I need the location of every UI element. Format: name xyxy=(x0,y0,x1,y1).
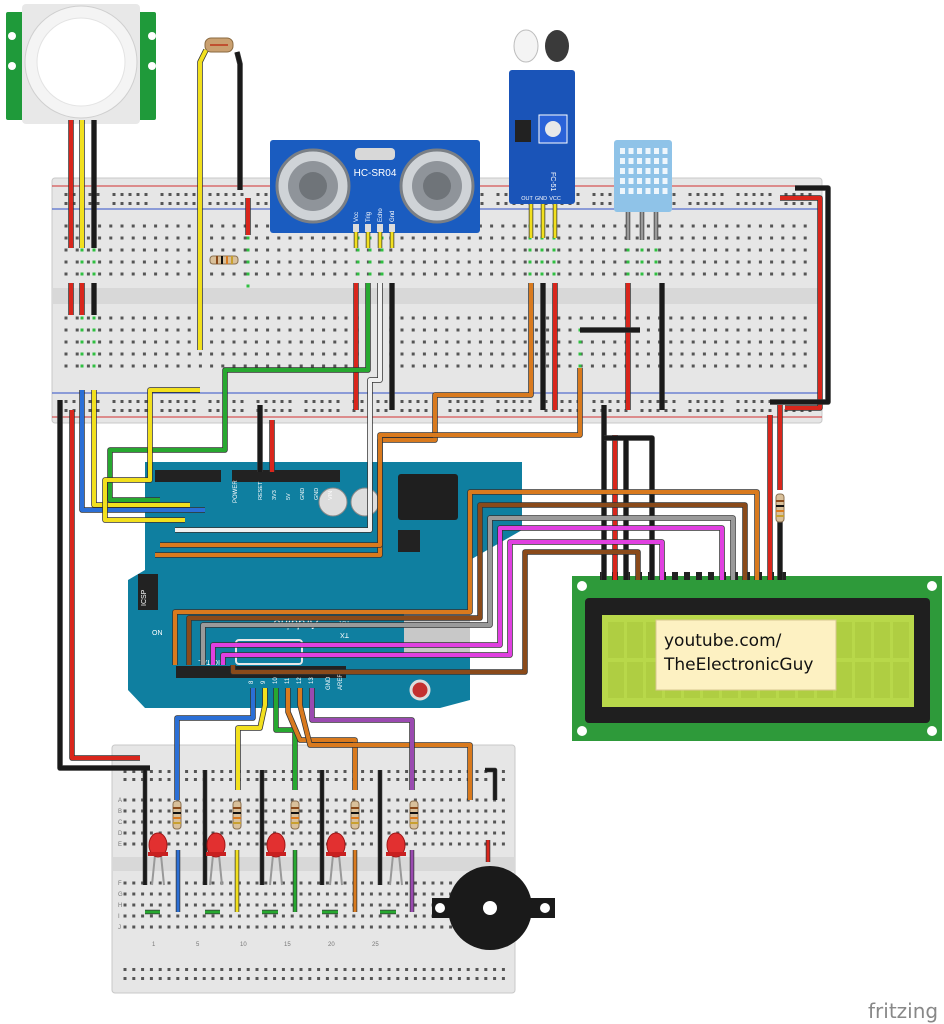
breadboard-row-label: A xyxy=(118,798,122,804)
arduino-digital-pin-label: 9 xyxy=(261,680,267,684)
breadboard-row-label: D xyxy=(118,831,123,837)
breadboard-col-label: 10 xyxy=(240,942,247,948)
pir-sensor xyxy=(6,4,156,124)
breadboard-col-label: 1 xyxy=(152,942,156,948)
ir-pin-label: OUT xyxy=(521,196,533,202)
arduino-digital-pin-label: 8 xyxy=(249,680,255,684)
ir-sensor-model-label: FC-51 xyxy=(549,172,556,192)
arduino-digital-pin-label: 13 xyxy=(309,677,315,684)
aref-label: AREF xyxy=(338,674,344,690)
ultrasonic-pin-label: Trig xyxy=(366,212,372,222)
fritzing-watermark: fritzing xyxy=(868,999,938,1023)
breadboard-row-label: C xyxy=(118,820,123,826)
breadboard-row-label: G xyxy=(118,892,123,898)
lcd-module: youtube.com/ TheElectronicGuy xyxy=(572,572,942,741)
arduino-power-pin-label: VIN xyxy=(328,491,334,500)
breadboard-row-label: J xyxy=(118,925,121,931)
arduino-digital-pin-label: 11 xyxy=(285,677,291,684)
arduino-digital-pin-label: 12 xyxy=(297,677,303,684)
ldr-photoresistor xyxy=(204,37,234,53)
arduino-power-pin-label: GND xyxy=(314,488,320,500)
ultrasonic-pin-label: Echo xyxy=(378,208,384,222)
breadboard-row-label: E xyxy=(118,842,122,848)
ultrasonic-pin-label: Gnd xyxy=(390,211,396,222)
lcd-line-1: youtube.com/ xyxy=(664,631,782,651)
arduino-digital-pin-label: 10 xyxy=(273,677,279,684)
leds xyxy=(148,832,406,886)
ir-pin-label: GND xyxy=(535,196,547,202)
arduino-power-pin-label: RESET xyxy=(258,481,264,500)
ultrasonic-pin-label: Vcc xyxy=(354,212,360,222)
power-label: POWER xyxy=(233,480,239,503)
arduino-power-pin-label: GND xyxy=(300,488,306,500)
resistors xyxy=(172,255,785,830)
breadboard-col-label: 5 xyxy=(196,942,200,948)
ultrasonic-model-label: HC-SR04 xyxy=(354,168,397,179)
on-label: ON xyxy=(152,630,163,637)
breadboard-col-label: 15 xyxy=(284,942,291,948)
ir-pin-label: VCC xyxy=(549,196,561,202)
ultrasonic-sensor: HC-SR04 Vcc Trig Echo Gnd xyxy=(270,140,480,233)
arduino-power-pin-label: 3V3 xyxy=(272,490,278,500)
tx-label: TX xyxy=(340,631,349,638)
piezo-buzzer xyxy=(432,866,555,950)
breadboard-row-label: B xyxy=(118,809,122,815)
icsp-label: ICSP xyxy=(141,589,148,606)
gnd-label: GND xyxy=(326,676,332,690)
breadboard-row-label: H xyxy=(118,903,122,909)
dht-sensor xyxy=(614,140,672,212)
breadboard-row-label: F xyxy=(118,881,122,887)
wires xyxy=(57,48,831,915)
breadboard-col-label: 20 xyxy=(328,942,335,948)
breadboard-col-label: 25 xyxy=(372,942,379,948)
arduino-power-pin-label: 5V xyxy=(286,493,292,500)
lcd-line-2: TheElectronicGuy xyxy=(663,655,813,675)
breadboard-row-label: I xyxy=(118,914,120,920)
